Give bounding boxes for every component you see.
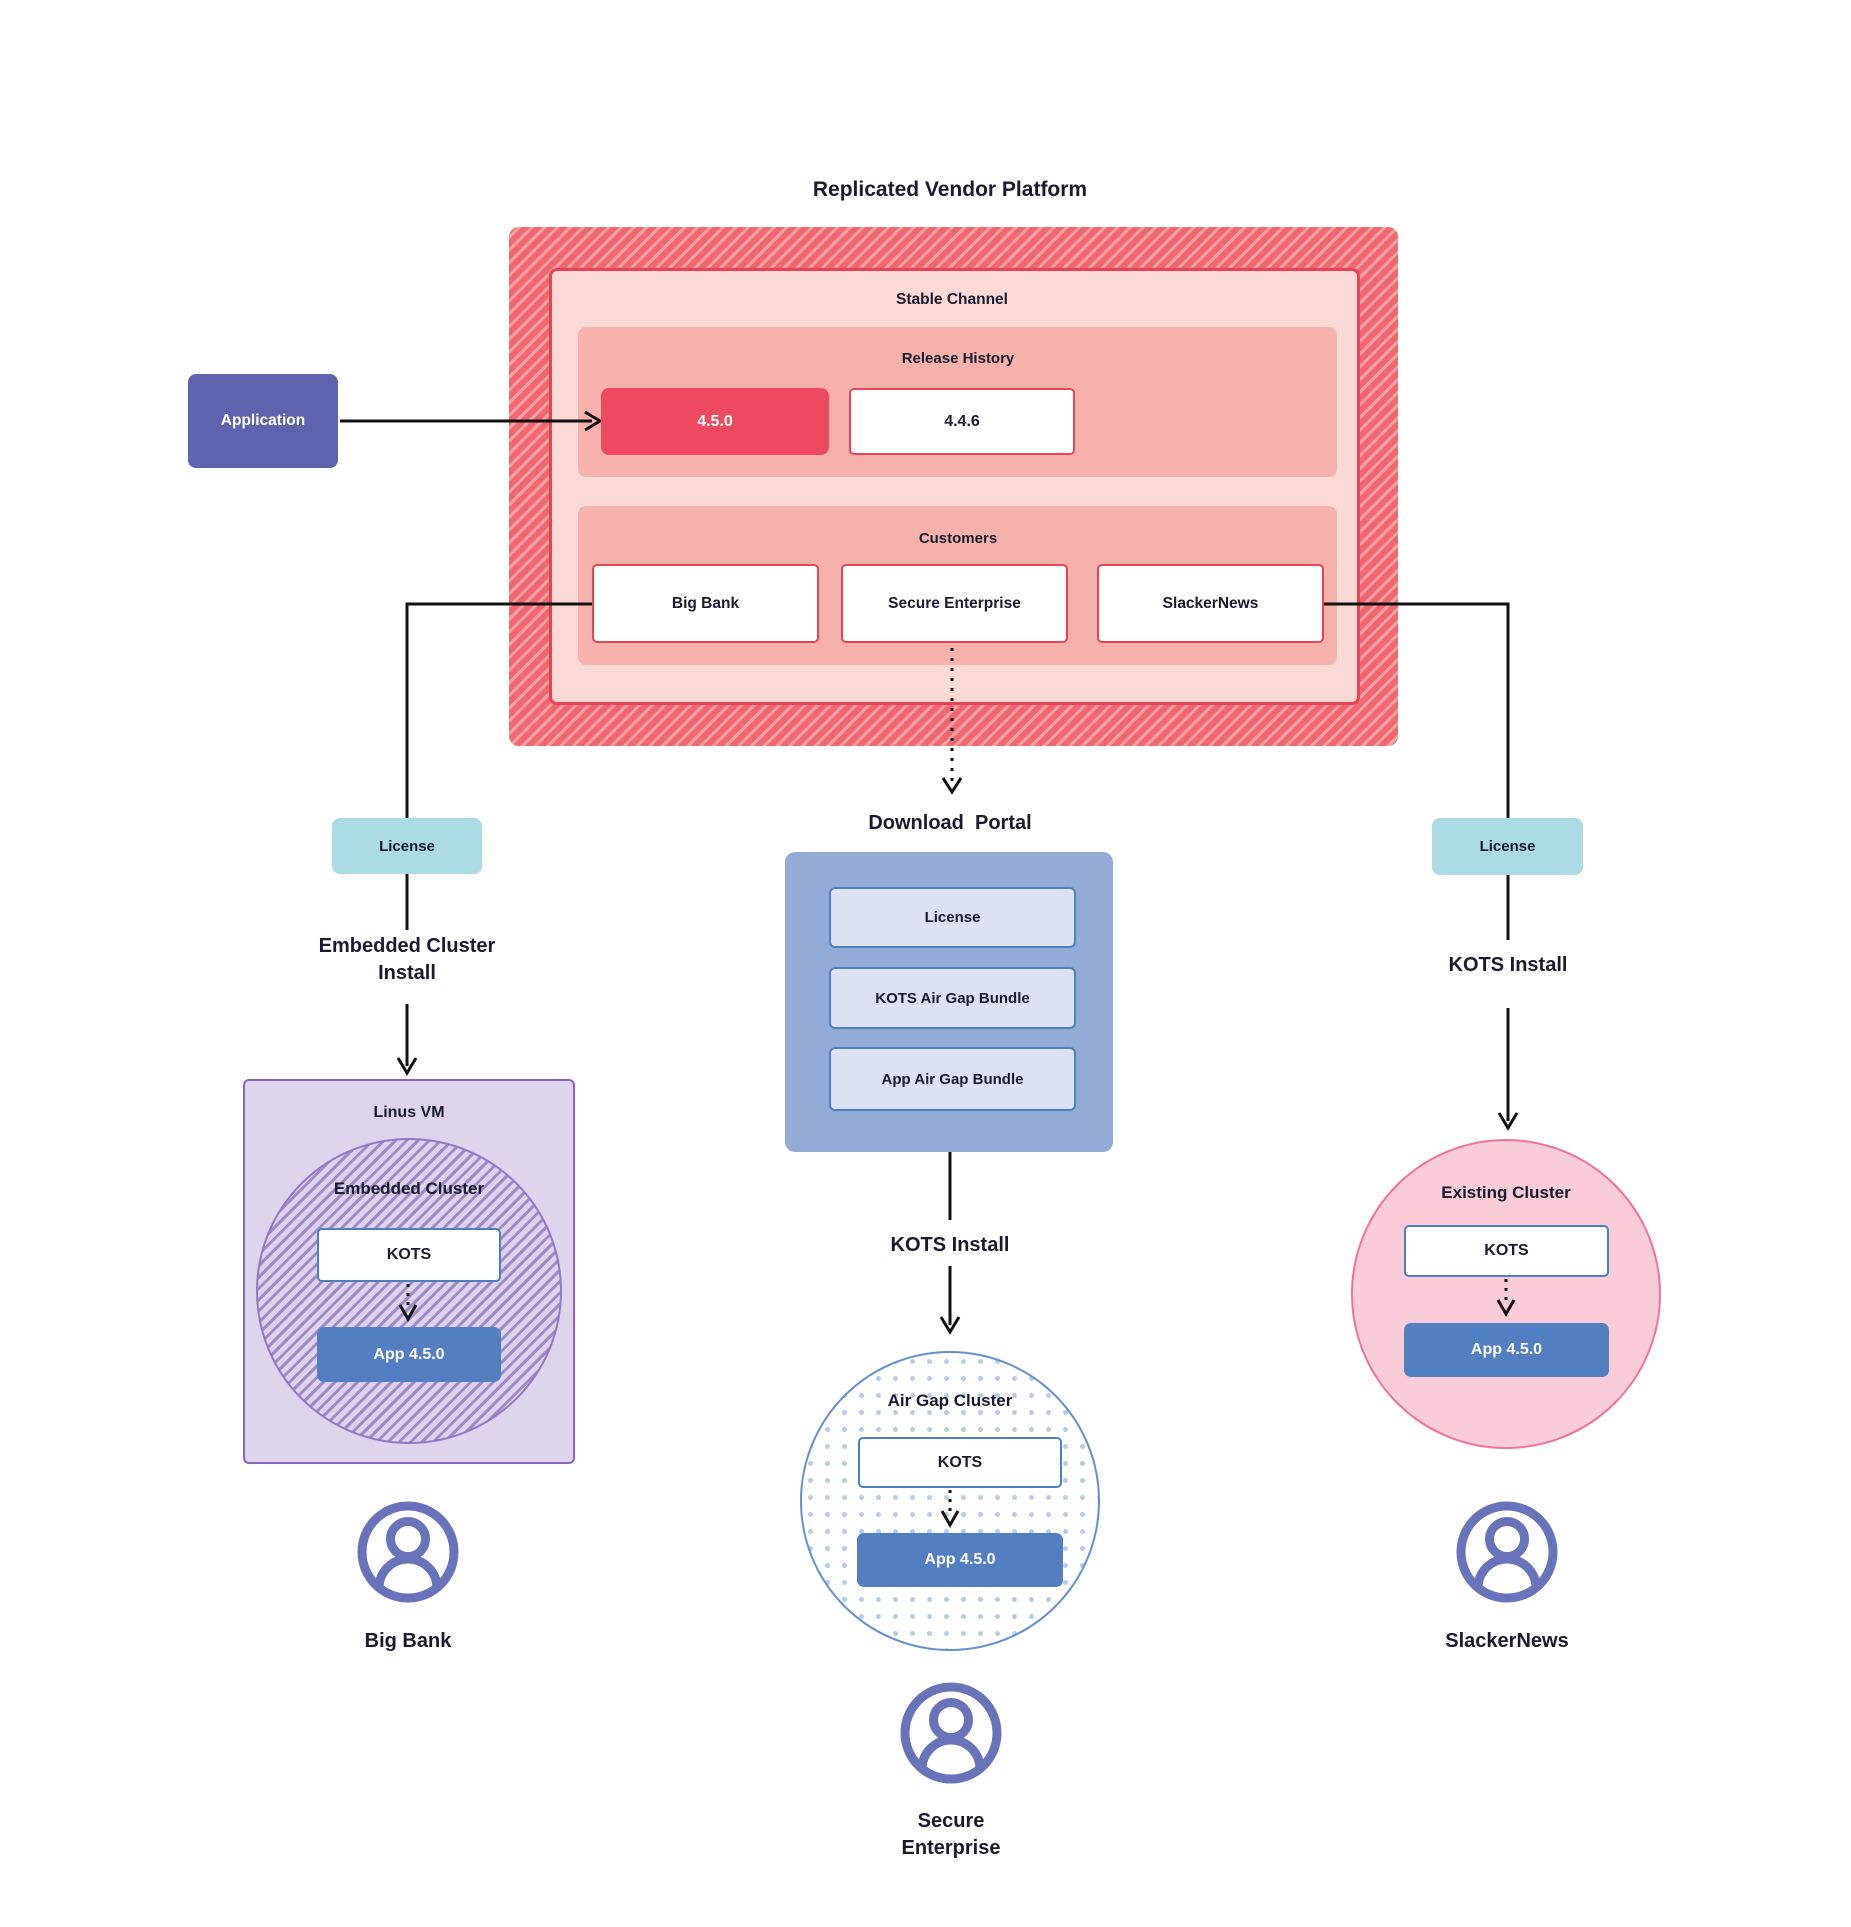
user-icon-big-bank: [357, 1501, 459, 1603]
connector-bigbank-license: [405, 602, 596, 930]
license-box-left: License: [332, 818, 482, 874]
arrowhead: [398, 1304, 418, 1323]
existing-cluster-label: Existing Cluster: [1441, 1183, 1571, 1202]
user-icon-secure-enterprise: [900, 1682, 1002, 1784]
kots-box-center: KOTS: [858, 1437, 1062, 1488]
embedded-cluster-install-label: Embedded Cluster Install: [318, 935, 496, 984]
existing-cluster-circle: [1351, 1139, 1661, 1449]
linus-vm-label: Linus VM: [373, 1104, 445, 1121]
app-box-right: App 4.5.0: [1404, 1323, 1609, 1377]
portal-item-kots-airgap-bundle: KOTS Air Gap Bundle: [829, 967, 1076, 1029]
kots-install-label-center: KOTS Install: [890, 1233, 1010, 1256]
arrowhead: [940, 1510, 960, 1529]
kots-install-label-right: KOTS Install: [1448, 953, 1568, 976]
arrowhead: [941, 777, 963, 795]
arrowhead: [939, 1316, 961, 1335]
arrowhead: [584, 410, 603, 432]
user-icon-slackernews: [1456, 1501, 1558, 1603]
arrowhead: [1497, 1112, 1519, 1131]
download-portal-label: Download Portal: [868, 811, 1032, 834]
portal-item-license: License: [829, 887, 1076, 948]
customers-label: Customers: [918, 529, 998, 547]
license-box-right: License: [1432, 818, 1583, 875]
page-title: Replicated Vendor Platform: [812, 178, 1088, 201]
user-label-slackernews: SlackerNews: [1445, 1629, 1569, 1652]
user-label-secure-enterprise: Secure Enterprise: [901, 1810, 1001, 1859]
embedded-cluster-circle: [256, 1138, 562, 1444]
release-version-current: 4.5.0: [601, 388, 829, 455]
application-box: Application: [188, 374, 338, 468]
release-history-label: Release History: [901, 349, 1015, 367]
stable-channel-label: Stable Channel: [896, 291, 1008, 308]
user-label-big-bank: Big Bank: [364, 1629, 452, 1652]
arrowhead: [396, 1057, 418, 1076]
app-box-center: App 4.5.0: [857, 1533, 1063, 1587]
air-gap-cluster-label: Air Gap Cluster: [887, 1391, 1013, 1410]
customer-box-slackernews: SlackerNews: [1097, 564, 1324, 643]
portal-item-app-airgap-bundle: App Air Gap Bundle: [829, 1047, 1076, 1111]
embedded-cluster-label: Embedded Cluster: [333, 1179, 485, 1198]
release-version-previous: 4.4.6: [849, 388, 1075, 455]
connector-slackernews-license: [1324, 602, 1510, 940]
arrowhead: [1496, 1299, 1516, 1318]
customer-box-big-bank: Big Bank: [592, 564, 819, 643]
kots-box-left: KOTS: [317, 1228, 501, 1282]
kots-box-right: KOTS: [1404, 1225, 1609, 1277]
customer-box-secure-enterprise: Secure Enterprise: [841, 564, 1068, 643]
app-box-left: App 4.5.0: [317, 1327, 501, 1382]
